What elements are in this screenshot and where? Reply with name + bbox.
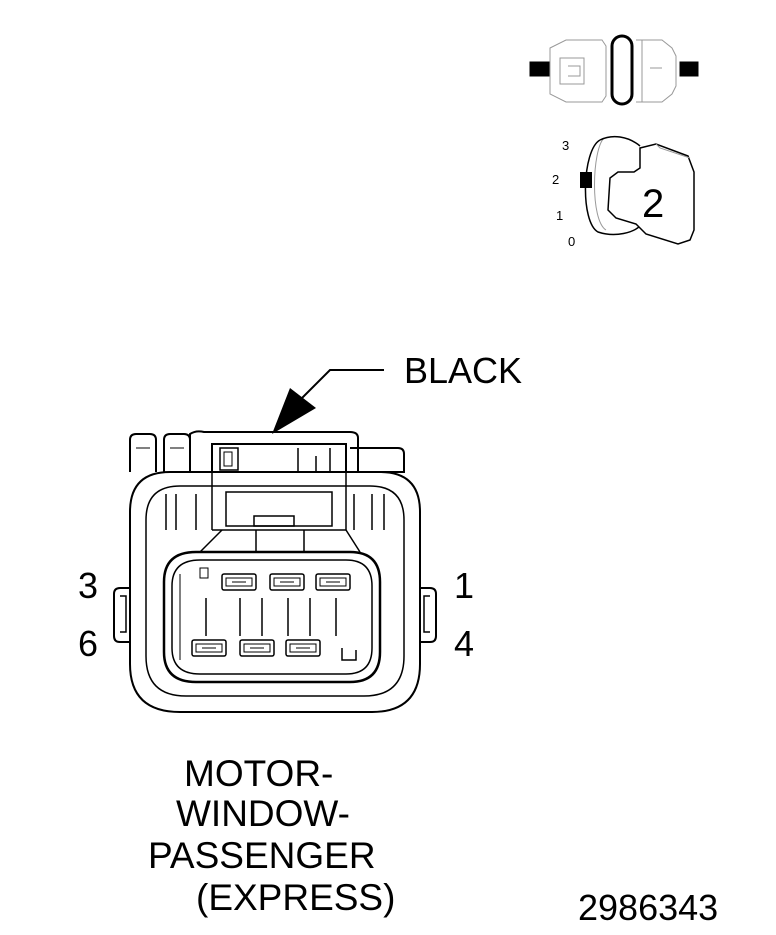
pin-3-terminal [221, 573, 257, 591]
pin-5-terminal [239, 639, 275, 657]
scale-label-2: 2 [552, 172, 559, 187]
scale-label-0: 0 [568, 234, 575, 249]
connector-view-icon [529, 34, 699, 106]
pin-2-terminal [269, 573, 305, 591]
pin-terminals [191, 573, 351, 657]
pin-label-1: 1 [454, 565, 474, 606]
title-line-1: MOTOR- [184, 753, 333, 794]
title-line-4: (EXPRESS) [196, 877, 395, 918]
pin-label-3: 3 [78, 565, 98, 606]
pin-label-4: 4 [454, 623, 474, 664]
connector-body [113, 430, 437, 713]
title-line-2: WINDOW- [176, 793, 350, 834]
scale-label-1: 1 [556, 208, 563, 223]
key-number: 2 [642, 182, 664, 226]
pin-label-6: 6 [78, 623, 98, 664]
scale-label-3: 3 [562, 138, 569, 153]
connector-color-label: BLACK [404, 350, 522, 391]
pin-4-terminal [285, 639, 321, 657]
pin-1-terminal [315, 573, 351, 591]
pointer-arrow-icon [272, 369, 384, 434]
figure-number: 2986343 [578, 887, 718, 928]
connector-title: MOTOR- WINDOW- PASSENGER (EXPRESS) [148, 753, 395, 918]
connector-key-icon: 3 2 1 0 2 [552, 135, 695, 249]
title-line-3: PASSENGER [148, 835, 376, 876]
pin-6-terminal [191, 639, 227, 657]
